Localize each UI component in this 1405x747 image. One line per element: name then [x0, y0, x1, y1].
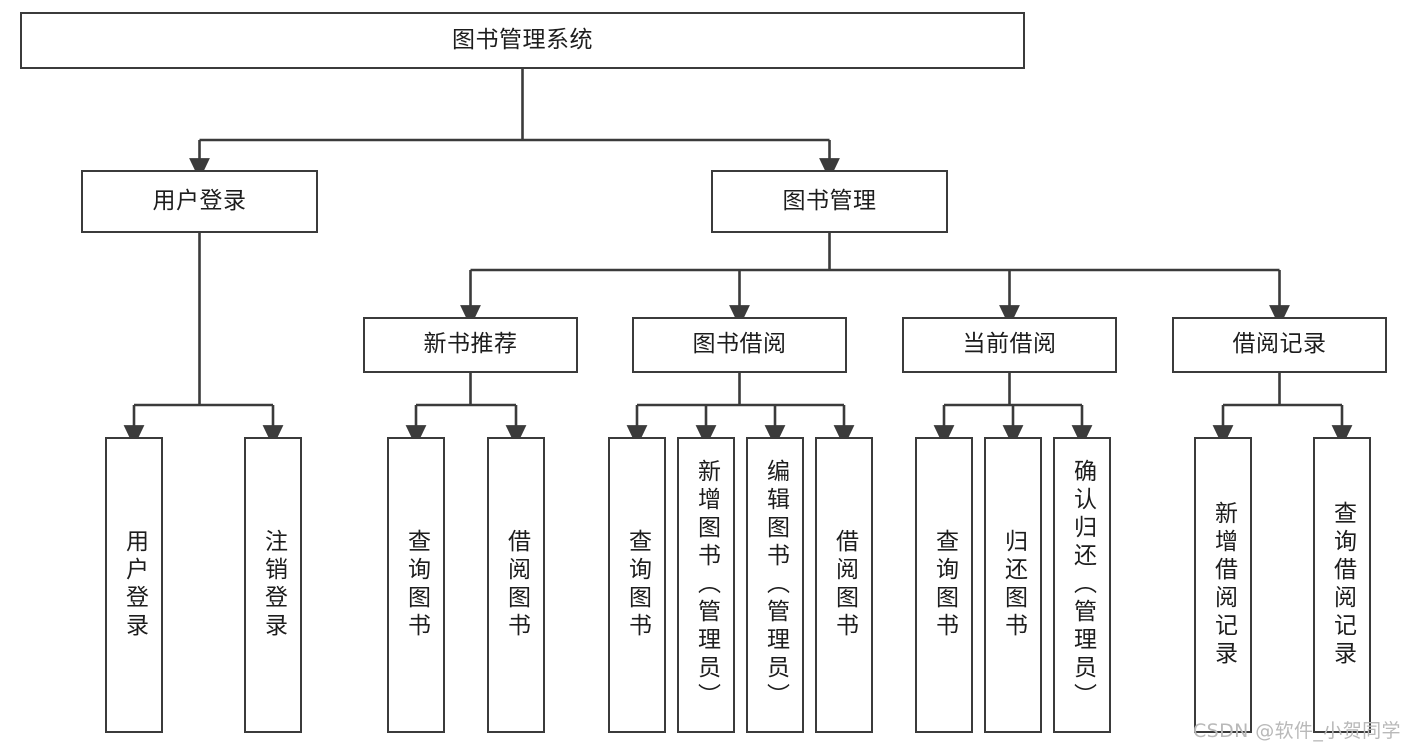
- node-label: 当前借阅: [962, 331, 1057, 358]
- node-label: 查询图书: [931, 529, 958, 641]
- node-root[interactable]: 图书管理系统: [20, 12, 1025, 69]
- leaf-edit-book[interactable]: 编辑图书（管理员）: [746, 437, 804, 733]
- leaf-confirm-return[interactable]: 确认归还（管理员）: [1053, 437, 1111, 733]
- node-label: 借阅图书: [503, 529, 530, 641]
- node-label: 图书管理: [782, 187, 877, 214]
- node-new-book-recommend[interactable]: 新书推荐: [363, 317, 578, 373]
- leaf-query-book-1[interactable]: 查询图书: [387, 437, 445, 733]
- node-borrow-record[interactable]: 借阅记录: [1172, 317, 1387, 373]
- node-label: 确认归还（管理员）: [1069, 459, 1096, 711]
- node-label: 新增图书（管理员）: [693, 459, 720, 711]
- node-label: 图书借阅: [692, 331, 787, 358]
- node-label: 注销登录: [260, 529, 287, 641]
- leaf-query-book-3[interactable]: 查询图书: [915, 437, 973, 733]
- node-label: 新增借阅记录: [1210, 501, 1237, 669]
- node-book-manage[interactable]: 图书管理: [711, 170, 948, 233]
- leaf-return-book[interactable]: 归还图书: [984, 437, 1042, 733]
- csdn-watermark: CSDN @软件_小贺同学: [1193, 720, 1401, 742]
- node-label: 归还图书: [1000, 529, 1027, 641]
- leaf-add-borrow-record[interactable]: 新增借阅记录: [1194, 437, 1252, 733]
- leaf-logout[interactable]: 注销登录: [244, 437, 302, 733]
- node-label: 查询图书: [403, 529, 430, 641]
- node-label: 查询图书: [624, 529, 651, 641]
- node-label: 借阅记录: [1232, 331, 1327, 358]
- node-current-borrow[interactable]: 当前借阅: [902, 317, 1117, 373]
- node-user-login[interactable]: 用户登录: [81, 170, 318, 233]
- leaf-query-borrow-record[interactable]: 查询借阅记录: [1313, 437, 1371, 733]
- leaf-add-book[interactable]: 新增图书（管理员）: [677, 437, 735, 733]
- leaf-query-book-2[interactable]: 查询图书: [608, 437, 666, 733]
- node-label: 新书推荐: [423, 331, 518, 358]
- node-label: 借阅图书: [831, 529, 858, 641]
- node-label: 查询借阅记录: [1329, 501, 1356, 669]
- leaf-borrow-book-2[interactable]: 借阅图书: [815, 437, 873, 733]
- node-label: 用户登录: [121, 529, 148, 641]
- node-label: 用户登录: [152, 187, 247, 214]
- leaf-borrow-book-1[interactable]: 借阅图书: [487, 437, 545, 733]
- node-label: 图书管理系统: [452, 26, 593, 53]
- node-label: 编辑图书（管理员）: [762, 459, 789, 711]
- leaf-user-login[interactable]: 用户登录: [105, 437, 163, 733]
- node-book-borrow[interactable]: 图书借阅: [632, 317, 847, 373]
